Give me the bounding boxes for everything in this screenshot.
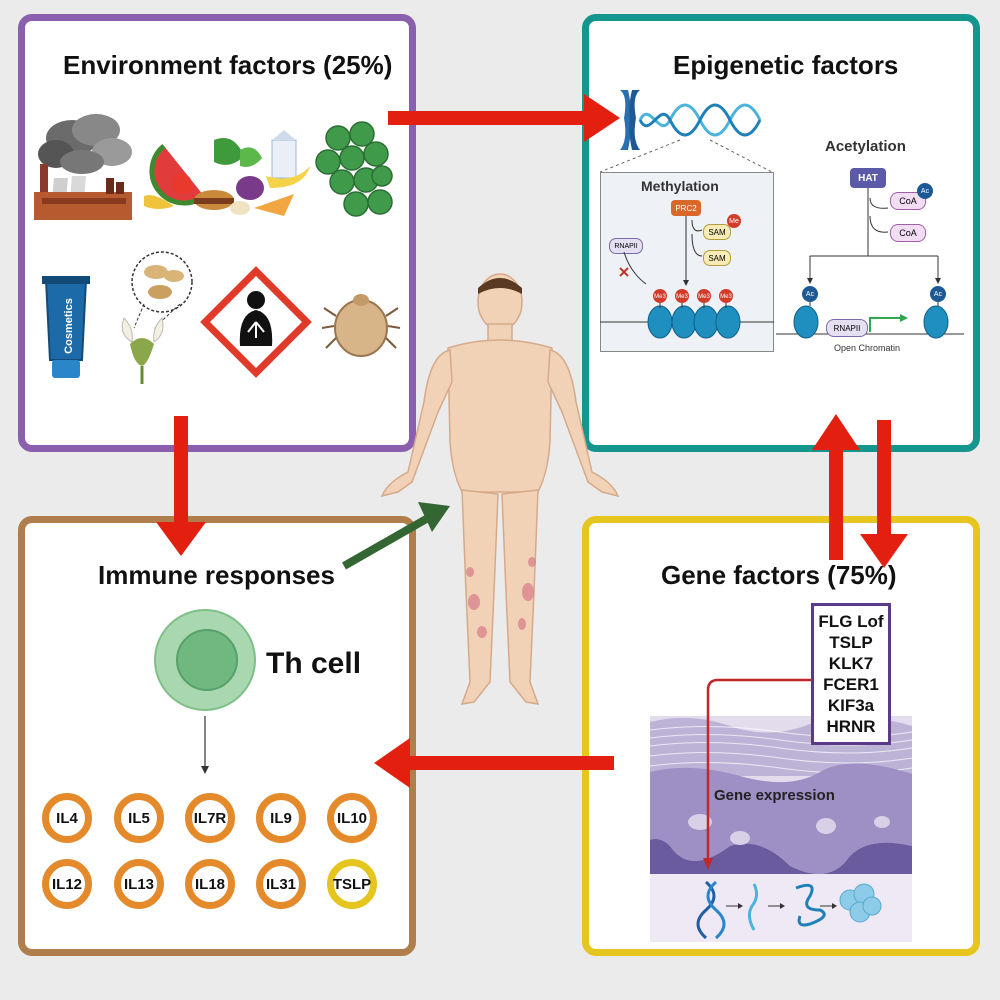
immune-responses-title: Immune responses — [98, 560, 335, 590]
cytokine-il5: IL5 — [114, 793, 164, 843]
gene-expression-arrow — [703, 678, 812, 870]
gene-tslp: TSLP — [829, 633, 873, 652]
gene-expression-label: Gene expression — [714, 787, 835, 804]
me3-2: Me3 — [676, 294, 688, 300]
arrow-epigenetic-to-gene — [860, 420, 908, 568]
coa-label-1: CoA — [890, 192, 926, 210]
sam-label-2: SAM — [703, 250, 731, 266]
th-cell-arrow — [201, 716, 209, 774]
th-cell-label: Th cell — [266, 647, 362, 680]
human-body-icon — [380, 273, 620, 705]
protein-icon — [839, 883, 882, 923]
rnapii-label-2: RNAPII — [826, 319, 868, 337]
rnapii-label-1: RNAPII — [609, 238, 643, 254]
dna-expression-icon — [696, 880, 726, 940]
environment-factors-panel — [18, 14, 416, 452]
gene-hrnr: HRNR — [826, 717, 876, 736]
pollen-icon — [315, 121, 393, 217]
gene-kif3a: KIF3a — [827, 696, 875, 715]
chromosome-icon — [620, 90, 640, 150]
factory-icon — [34, 114, 132, 220]
gene-klk7: KLK7 — [828, 654, 874, 673]
prc2-label: PRC2 — [671, 200, 701, 216]
cytokine-il7r: IL7R — [185, 793, 235, 843]
cytokine-il12: IL12 — [42, 859, 92, 909]
epigenetic-factors-title: Epigenetic factors — [673, 50, 899, 80]
me-badge: Me — [727, 214, 741, 228]
gene-factors-title: Gene factors (75%) — [661, 560, 897, 590]
hat-label: HAT — [850, 168, 886, 188]
acetylation-title: Acetylation — [825, 138, 906, 155]
open-chromatin-label: Open Chromatin — [834, 343, 901, 353]
zoom-lines — [599, 139, 773, 173]
ac-badge-top: Ac — [917, 183, 933, 199]
cosmetics-label: Cosmetics — [63, 298, 75, 354]
coa-label-2: CoA — [890, 224, 926, 242]
th-cell-icon — [154, 609, 256, 711]
cytokine-il18: IL18 — [185, 859, 235, 909]
cytokine-il10: IL10 — [327, 793, 377, 843]
cytokine-tslp: TSLP — [327, 859, 377, 909]
me3-4: Me3 — [720, 294, 732, 300]
arrow-env-to-epigenetic — [388, 94, 620, 142]
cytokine-il9: IL9 — [256, 793, 306, 843]
acetylation-arrows: Ac Ac — [776, 188, 964, 339]
gene-flg-lof: FLG Lof — [818, 612, 884, 631]
arrow-gene-to-immune — [374, 738, 614, 788]
cytokine-il13: IL13 — [114, 859, 164, 909]
gene-list-box: FLG Lof TSLP KLK7 FCER1 KIF3a HRNR — [811, 603, 891, 745]
cytokine-il4: IL4 — [42, 793, 92, 843]
me3-1: Me3 — [654, 294, 666, 300]
me3-3: Me3 — [698, 294, 710, 300]
methylation-arrows: Me3 Me3 Me3 Me3 — [600, 216, 774, 339]
dna-icon — [638, 103, 762, 137]
food-icon — [144, 130, 310, 216]
arrow-gene-to-epigenetic — [812, 414, 860, 560]
cosmetics-tube-icon: Cosmetics — [42, 276, 90, 378]
methylation-title: Methylation — [641, 178, 719, 194]
flower-icon — [121, 251, 193, 384]
hazard-icon — [200, 266, 312, 378]
arrow-immune-to-body — [342, 502, 450, 570]
ac-badge-left: Ac — [806, 291, 815, 298]
cytokine-il31: IL31 — [256, 859, 306, 909]
ac-badge-right: Ac — [934, 291, 943, 298]
environment-factors-title: Environment factors (25%) — [63, 50, 393, 80]
arrow-env-to-immune — [156, 416, 206, 556]
sam-label-1: SAM — [703, 224, 731, 240]
gene-fcer1: FCER1 — [823, 675, 879, 694]
skin-section-icon — [649, 716, 913, 942]
dust-mite-icon — [321, 294, 401, 357]
